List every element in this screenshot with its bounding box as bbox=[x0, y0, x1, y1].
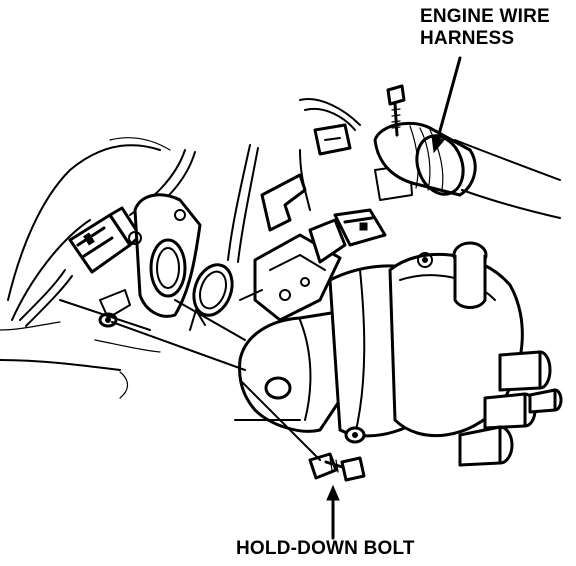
harness-tube bbox=[373, 121, 561, 219]
harness-connector bbox=[299, 98, 413, 247]
left-connector bbox=[68, 206, 142, 274]
harness-arrow bbox=[431, 56, 462, 154]
top-bolt bbox=[386, 84, 406, 137]
o-ring bbox=[192, 263, 234, 317]
distributor-cap bbox=[388, 241, 563, 467]
harness-label-line1: ENGINE WIRE bbox=[420, 6, 550, 27]
bracket-assembly bbox=[239, 173, 347, 322]
harness-label-line2: HARNESS bbox=[420, 28, 515, 49]
hold-down-bolt-label: HOLD-DOWN BOLT bbox=[236, 538, 415, 559]
hold-down-bolt bbox=[308, 452, 366, 482]
cap-bolt bbox=[344, 426, 366, 444]
mounting-housing bbox=[98, 193, 202, 328]
alignment-lines bbox=[111, 299, 321, 461]
engine-block bbox=[0, 137, 171, 399]
engine-wire-harness-label: ENGINE WIRE HARNESS bbox=[420, 6, 576, 50]
bolt-arrow bbox=[326, 484, 340, 540]
install-arrow bbox=[189, 309, 206, 331]
